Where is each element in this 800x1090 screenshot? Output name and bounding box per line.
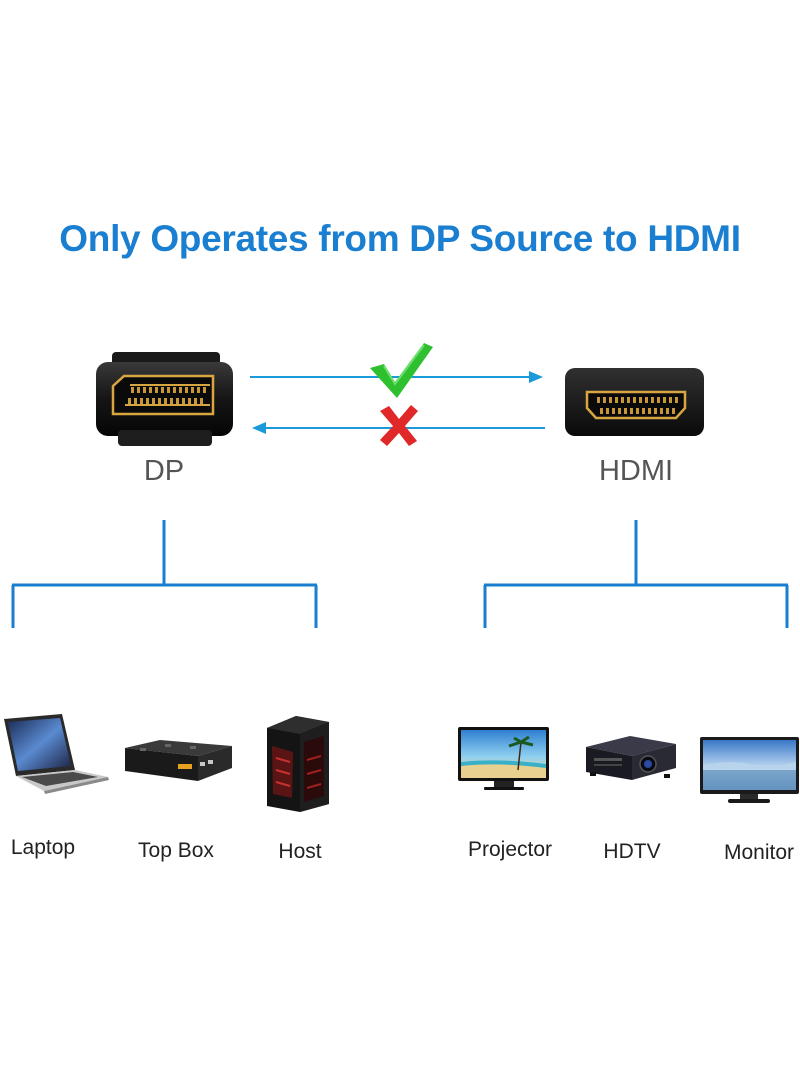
top-box-icon xyxy=(125,740,232,781)
hdtv-icon xyxy=(586,736,676,780)
hdmi-connector-icon xyxy=(565,368,704,436)
device-label-top-box: Top Box xyxy=(138,839,214,862)
dp-branch-lines xyxy=(11,520,318,628)
device-label-laptop: Laptop xyxy=(10,836,76,859)
projector-icon xyxy=(458,727,549,790)
device-label-monitor: Monitor xyxy=(723,841,795,864)
device-label-hdtv: HDTV xyxy=(603,840,661,863)
dp-connector-icon xyxy=(96,352,233,446)
host-tower-icon xyxy=(267,716,329,812)
device-label-projector: Projector xyxy=(467,838,553,861)
diagram-title: Only Operates from DP Source to HDMI xyxy=(59,218,741,259)
device-label-host: Host xyxy=(278,840,322,863)
laptop-icon xyxy=(4,714,109,794)
hdmi-branch-lines xyxy=(483,520,789,628)
cross-icon xyxy=(380,405,418,446)
hdmi-label: HDMI xyxy=(598,455,674,487)
check-icon xyxy=(370,343,433,398)
monitor-icon xyxy=(700,737,799,803)
dp-label: DP xyxy=(143,455,185,487)
